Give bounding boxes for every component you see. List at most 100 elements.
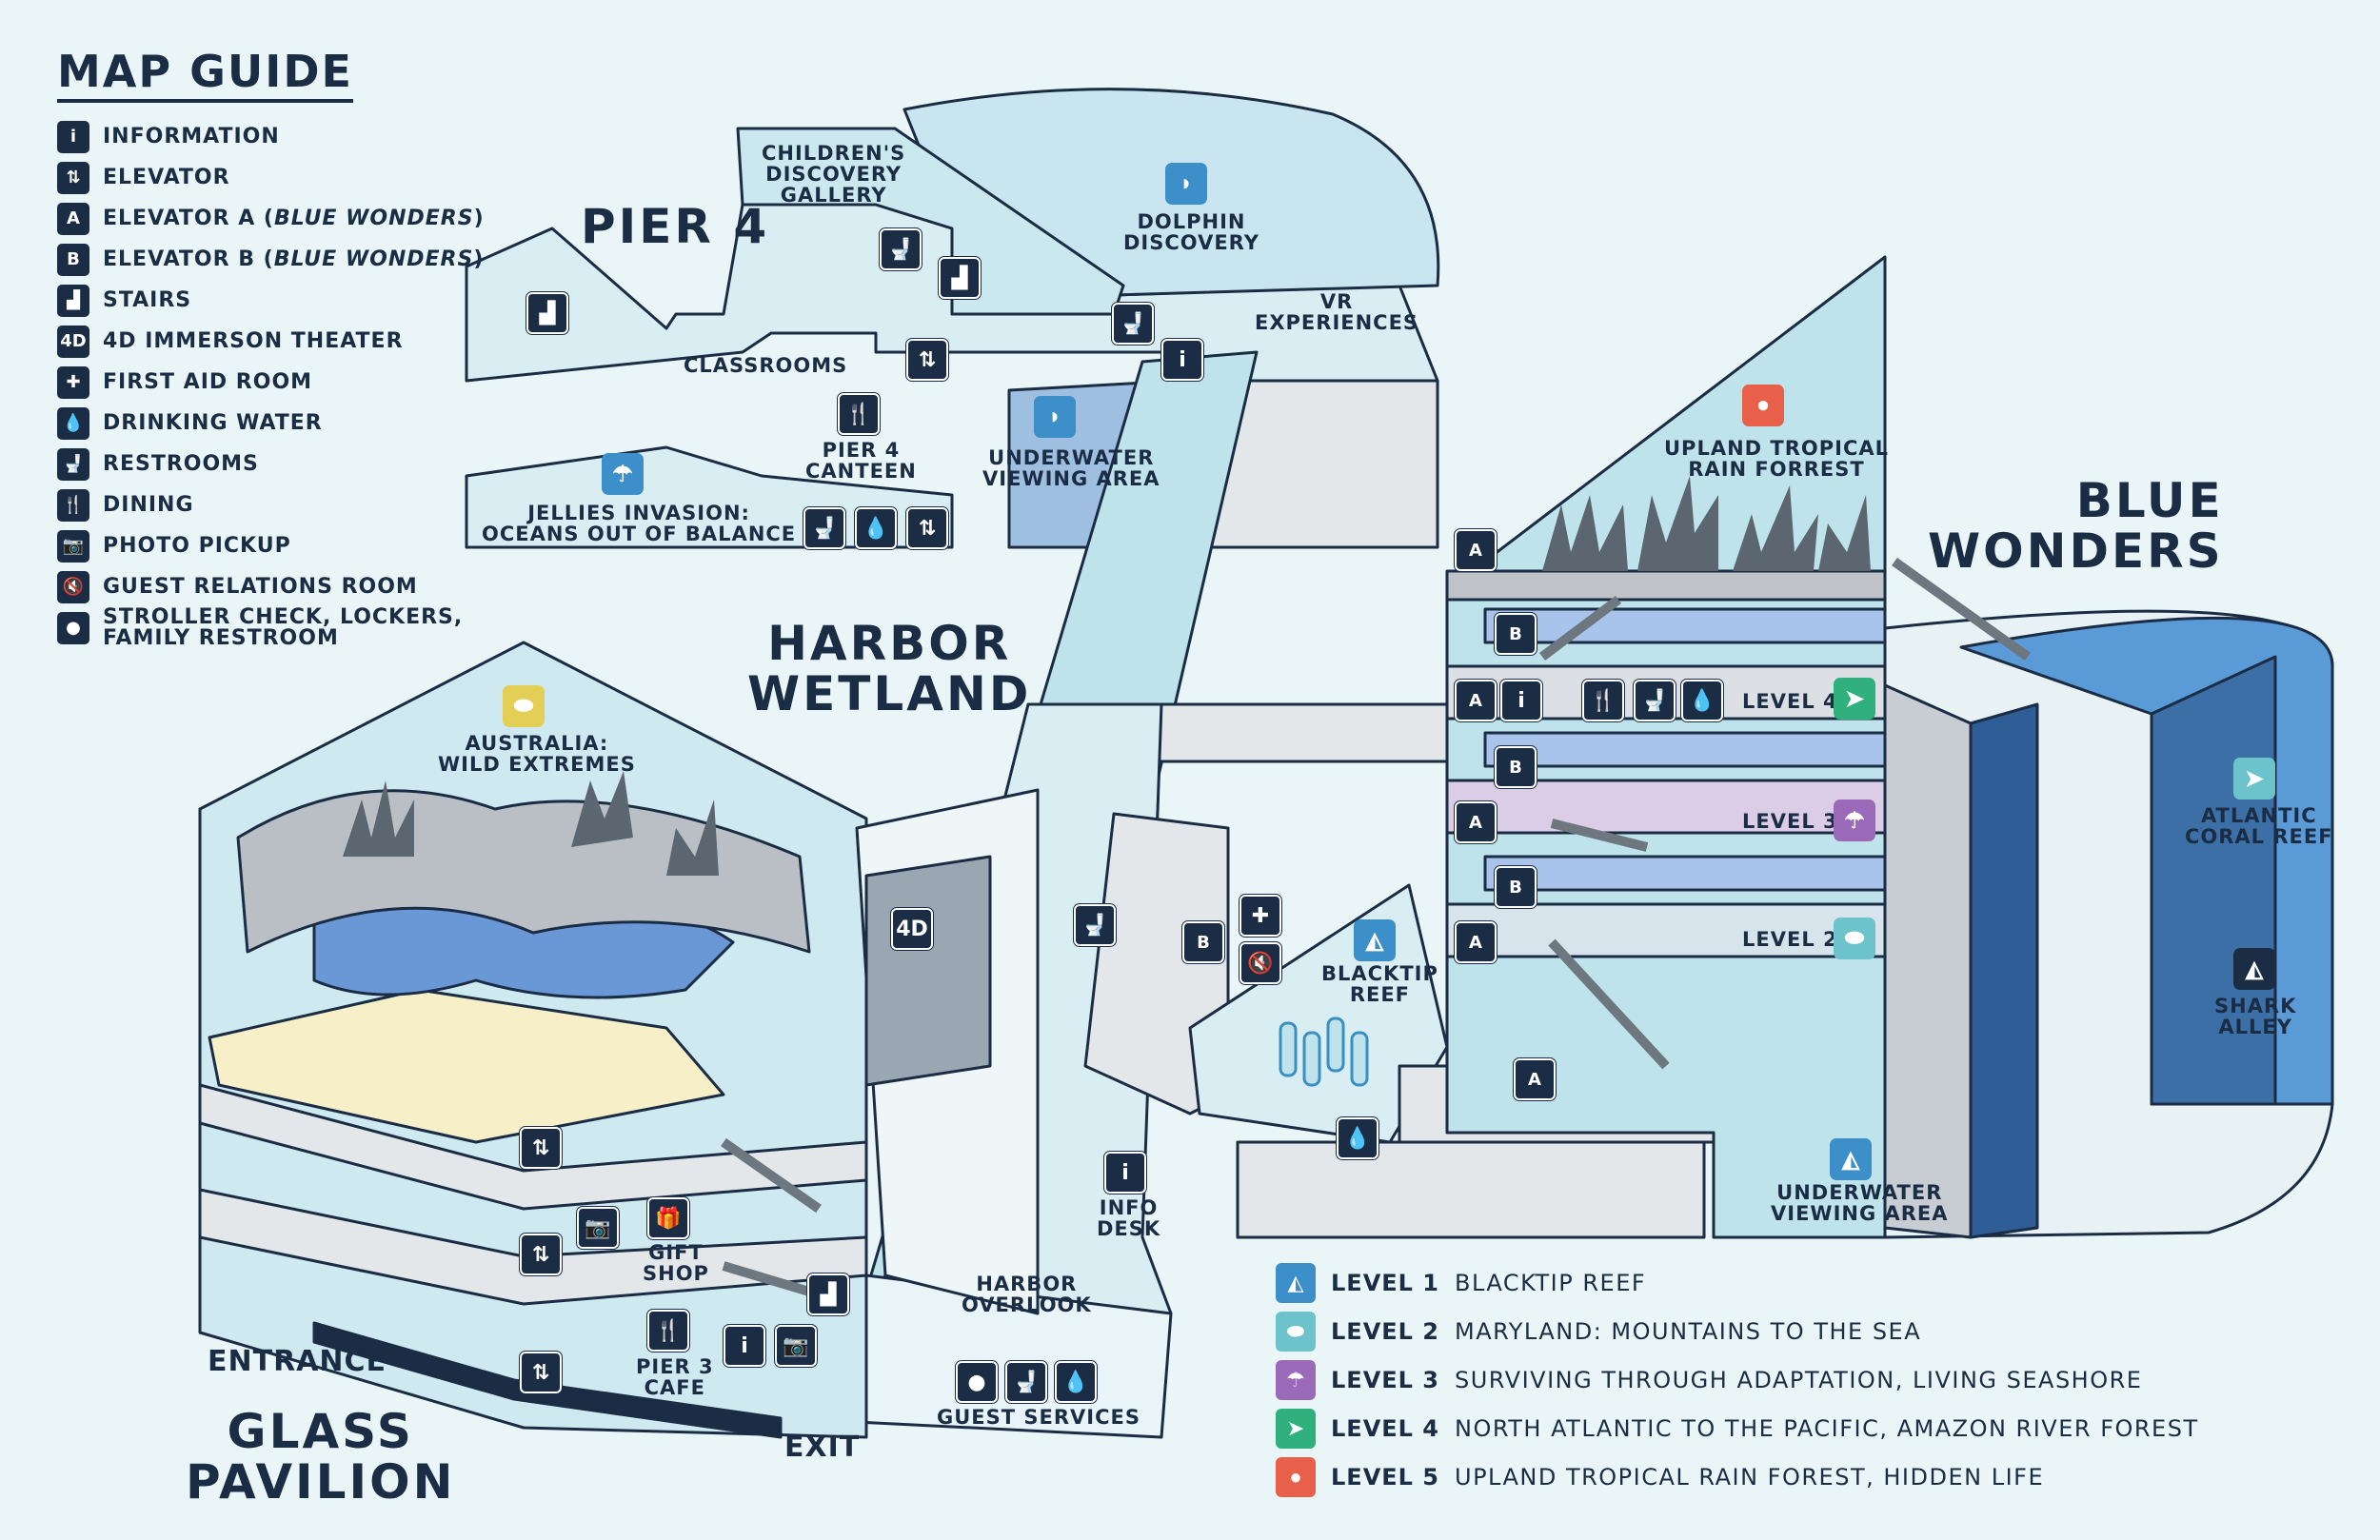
guide-item-label: ELEVATOR	[103, 167, 230, 188]
guide-item-tail: )	[473, 247, 485, 271]
fish-icon: ➤	[2233, 758, 2275, 800]
dolphin-icon: ◗	[1165, 163, 1207, 205]
childrens-gallery-floor	[736, 127, 1125, 316]
underwater-viewing-label-1: UNDERWATER VIEWING AREA	[982, 446, 1160, 491]
photo-pickup-icon: 📷	[57, 529, 89, 563]
photo-pickup-icon[interactable]: 📷	[577, 1207, 619, 1249]
information-icon[interactable]: i	[724, 1325, 765, 1367]
gift-shop-icon[interactable]: 🎁	[647, 1197, 689, 1239]
jellyfish-icon: ☂	[1834, 800, 1875, 841]
dining-icon[interactable]: 🍴	[647, 1310, 689, 1352]
guide-item-text: RESTROOMS	[103, 451, 259, 476]
australia-label: AUSTRALIA: WILD EXTREMES	[438, 732, 636, 777]
information-icon[interactable]: i	[1500, 680, 1542, 721]
elevator-b-icon[interactable]: B	[1495, 746, 1537, 788]
elevator-b-icon[interactable]: B	[1182, 921, 1224, 963]
dolphin-discovery-label: DOLPHIN DISCOVERY	[1123, 210, 1259, 255]
restrooms-icon[interactable]: 🚽	[1005, 1361, 1047, 1403]
guide-item-text: INFORMATION	[103, 124, 280, 148]
level-name: LEVEL 2	[1331, 1317, 1440, 1345]
dolphin-icon: ◗	[1034, 396, 1076, 438]
photo-pickup-icon[interactable]: 📷	[775, 1325, 817, 1367]
guide-item: 🔇GUEST RELATIONS ROOM	[57, 566, 485, 607]
stroller-icon[interactable]: ●	[956, 1361, 998, 1403]
jellyfish-icon: ☂	[602, 453, 644, 495]
harbor-overlook-label: HARBOR OVERLOOK	[962, 1273, 1092, 1317]
elevator-icon[interactable]: ⇅	[520, 1352, 562, 1393]
classrooms-label: CLASSROOMS	[684, 354, 848, 377]
elevator-a-icon[interactable]: A	[1455, 680, 1497, 721]
guide-item: B ELEVATOR B (BLUE WONDERS)	[57, 239, 485, 280]
shark-fin-icon: ◭	[1276, 1262, 1316, 1303]
theater-4d-icon: 4D	[57, 325, 89, 358]
dining-icon[interactable]: 🍴	[1582, 680, 1624, 721]
level-description: UPLAND TROPICAL RAIN FOREST, HIDDEN LIFE	[1455, 1463, 2045, 1491]
information-icon[interactable]: i	[1104, 1152, 1146, 1194]
shark-fin-icon: ◭	[1354, 919, 1396, 961]
drinking-water-icon[interactable]: 💧	[1055, 1361, 1097, 1403]
shark-alley-label: SHARK ALLEY	[2214, 995, 2297, 1039]
stairs-icon[interactable]: ▟	[939, 257, 981, 299]
fish-icon: ➤	[1276, 1408, 1316, 1449]
information-icon[interactable]: i	[1161, 339, 1203, 381]
elevator-icon[interactable]: ⇅	[906, 507, 948, 549]
drinking-water-icon[interactable]: 💧	[1337, 1117, 1378, 1159]
level3-label: LEVEL 3	[1742, 810, 1838, 833]
elevator-a-icon[interactable]: A	[1514, 1058, 1556, 1100]
guide-item: 📷PHOTO PICKUP	[57, 525, 485, 566]
elevator-a-icon[interactable]: A	[1455, 529, 1497, 571]
rainforest-ledge	[1445, 569, 1887, 602]
theater-4d-icon[interactable]: 4D	[891, 908, 933, 950]
stairs-icon[interactable]: ▟	[807, 1273, 849, 1315]
guide-item-label: ELEVATOR A (BLUE WONDERS)	[103, 207, 485, 229]
elevator-a-icon[interactable]: A	[1455, 921, 1497, 963]
level-description: MARYLAND: MOUNTAINS TO THE SEA	[1455, 1317, 1922, 1345]
entrance-label: ENTRANCE	[208, 1345, 387, 1378]
rainforest-plants	[343, 476, 1871, 876]
guest-relations-icon[interactable]: 🔇	[1240, 942, 1281, 984]
restrooms-icon[interactable]: 🚽	[1634, 680, 1676, 721]
pier4-title: PIER 4	[581, 199, 770, 254]
level-description: NORTH ATLANTIC TO THE PACIFIC, AMAZON RI…	[1455, 1414, 2199, 1442]
level-name: LEVEL 4	[1331, 1414, 1440, 1442]
elevator-b-icon[interactable]: B	[1495, 613, 1537, 655]
escalators	[721, 557, 2031, 1299]
level2-windows	[1483, 855, 1887, 892]
elevator-icon[interactable]: ⇅	[520, 1234, 562, 1275]
info-desk-label: INFO DESK	[1097, 1196, 1161, 1241]
bird-icon: ●	[1742, 385, 1784, 426]
level-description: BLACKTIP REEF	[1455, 1269, 1647, 1296]
drinking-water-icon[interactable]: 💧	[855, 507, 897, 549]
elevator-icon[interactable]: ⇅	[520, 1127, 562, 1169]
guide-item-label: STAIRS	[103, 287, 192, 312]
drinking-water-icon[interactable]: 💧	[1681, 680, 1723, 721]
restrooms-icon[interactable]: 🚽	[1112, 303, 1154, 345]
level2-label: LEVEL 2	[1742, 928, 1838, 951]
harbor-wetland-title: HARBOR WETLAND	[747, 616, 1032, 721]
stairs-icon[interactable]: ▟	[526, 292, 568, 334]
entrance-exit-path	[312, 1321, 783, 1439]
central-wall	[1140, 702, 1449, 763]
first-aid-icon[interactable]: ✚	[1240, 895, 1281, 937]
dining-icon[interactable]: 🍴	[838, 393, 880, 435]
elevator-b-icon[interactable]: B	[1495, 866, 1537, 908]
pier3-cafe-label: PIER 3 CAFE	[636, 1355, 714, 1400]
restrooms-icon[interactable]: 🚽	[880, 228, 922, 270]
elevator-a-icon[interactable]: A	[1455, 801, 1497, 843]
guide-item-label: ELEVATOR B (BLUE WONDERS)	[103, 247, 485, 271]
restrooms-icon[interactable]: 🚽	[1074, 904, 1116, 946]
map-guide-title: MAP GUIDE	[57, 46, 353, 103]
level4-windows	[1483, 607, 1887, 644]
gift-shop-label: GIFT SHOP	[643, 1241, 709, 1286]
restrooms-icon[interactable]: 🚽	[803, 507, 845, 549]
elevator-icon[interactable]: ⇅	[906, 339, 948, 381]
rainforest-label: UPLAND TROPICAL RAIN FORREST	[1664, 437, 1889, 482]
elevator-b-icon: B	[57, 243, 89, 276]
guide-item-text: STAIRS	[103, 287, 192, 312]
restrooms-icon: 🚽	[57, 447, 89, 481]
